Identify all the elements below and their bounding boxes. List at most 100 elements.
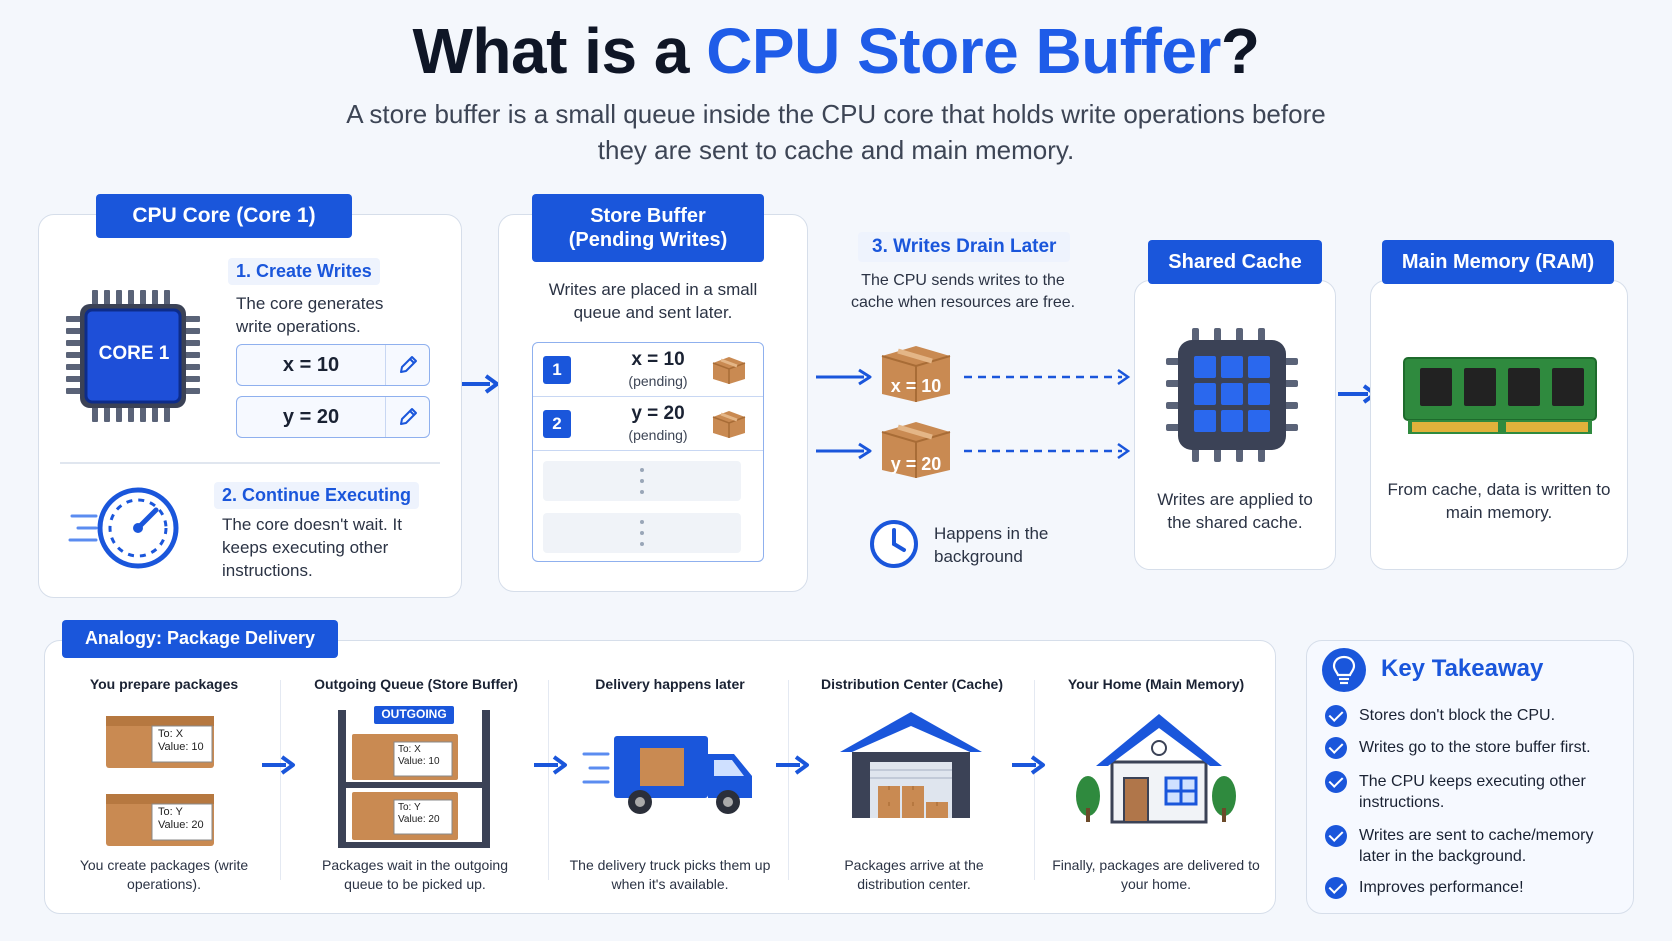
arrow-right-icon <box>816 442 872 460</box>
edit-icon[interactable] <box>385 345 429 385</box>
package-label-line: To: Y <box>158 806 183 818</box>
analogy-step-title: Distribution Center (Cache) <box>820 676 1003 692</box>
check-icon <box>1325 737 1347 759</box>
house-icon <box>1076 714 1236 824</box>
drain-package-label: y = 20 <box>890 454 942 474</box>
package-icon <box>712 411 746 438</box>
step-separator <box>1034 680 1035 880</box>
arrow-right-icon <box>1012 755 1045 775</box>
key-takeaway-title: Key Takeaway <box>1381 655 1544 682</box>
arrow-right-icon <box>462 374 499 394</box>
check-icon <box>1325 877 1347 899</box>
arrow-right-icon <box>262 755 295 775</box>
step1-title: 1. Create Writes <box>228 258 380 285</box>
check-icon <box>1325 825 1347 847</box>
takeaway-item: Writes go to the store buffer first. <box>1325 737 1609 759</box>
queue-row-value: y = 20 <box>631 403 685 424</box>
analogy-step-title: You prepare packages <box>89 676 239 692</box>
queue-empty-slot <box>543 461 741 501</box>
takeaway-item-text: Writes are sent to cache/memory later in… <box>1359 827 1594 865</box>
arrow-right-icon <box>776 755 809 775</box>
package-label-line: Value: 10 <box>398 756 440 767</box>
shared-cache-text: Writes are applied to the shared cache. <box>1157 490 1313 532</box>
warehouse-icon <box>840 712 982 818</box>
analogy-step-text: Packages wait in the outgoing queue to b… <box>321 857 508 892</box>
lightbulb-icon <box>1322 648 1366 692</box>
step-separator <box>280 680 281 880</box>
takeaway-item-text: The CPU keeps executing other instructio… <box>1359 773 1586 811</box>
takeaway-item: Writes are sent to cache/memory later in… <box>1325 825 1609 867</box>
write-field-y[interactable]: y = 20 <box>236 396 430 438</box>
clock-icon <box>870 520 918 568</box>
takeaway-item: The CPU keeps executing other instructio… <box>1325 771 1609 813</box>
edit-icon[interactable] <box>385 397 429 437</box>
ellipsis-icon <box>640 520 644 546</box>
shared-cache-tag: Shared Cache <box>1148 240 1322 284</box>
background-text: Happens in the background <box>934 524 1049 566</box>
title-suffix: ? <box>1220 15 1260 87</box>
title-accent: CPU Store Buffer <box>706 15 1221 87</box>
shelf-icon <box>338 706 490 848</box>
key-takeaway-panel: Key Takeaway Stores don't block the CPU.… <box>1306 640 1634 914</box>
queue-row-value: x = 10 <box>631 349 685 370</box>
drain-text: The CPU sends writes to the cache when r… <box>850 272 1076 311</box>
package-label-line: To: X <box>158 728 184 740</box>
dashed-arrow-icon <box>964 442 1131 460</box>
queue-empty-slot <box>543 513 741 553</box>
dashed-arrow-icon <box>964 368 1131 386</box>
check-icon <box>1325 771 1347 793</box>
step2-title: 2. Continue Executing <box>214 482 420 509</box>
page-title: What is a CPU Store Buffer? <box>0 14 1672 88</box>
speedometer-icon <box>68 487 179 569</box>
takeaway-item-text: Improves performance! <box>1359 879 1524 896</box>
analogy-step-title: Delivery happens later <box>595 676 745 692</box>
package-label-line: To: Y <box>398 802 421 813</box>
main-memory-tag: Main Memory (RAM) <box>1382 240 1614 284</box>
store-buffer-tag: Store Buffer (Pending Writes) <box>532 194 764 262</box>
page-subtitle: A store buffer is a small queue inside t… <box>346 99 1326 165</box>
package-label-line: To: X <box>398 744 421 755</box>
package-label-line: Value: 20 <box>398 814 440 825</box>
package-icon <box>712 357 746 384</box>
package-label-line: Value: 10 <box>158 741 204 753</box>
arrow-right-icon <box>816 368 872 386</box>
cpu-core-tag: CPU Core (Core 1) <box>96 194 352 238</box>
check-icon <box>1325 705 1347 727</box>
analogy-step-text: Finally, packages are delivered to your … <box>1052 857 1260 892</box>
analogy-step-text: You create packages (write operations). <box>79 857 249 892</box>
step-separator <box>548 680 549 880</box>
analogy-step-text: The delivery truck picks them up when it… <box>569 857 771 892</box>
cpu-chip-icon <box>66 290 200 422</box>
queue-row-number: 1 <box>543 356 571 384</box>
queue-row-number: 2 <box>543 410 571 438</box>
store-buffer-text: Writes are placed in a small queue and s… <box>548 280 758 322</box>
ellipsis-icon <box>640 468 644 494</box>
core-divider <box>60 462 440 464</box>
drain-package-label: x = 10 <box>890 376 942 396</box>
step-separator <box>788 680 789 880</box>
takeaway-item-text: Stores don't block the CPU. <box>1359 707 1556 724</box>
cpu-chip-label: CORE 1 <box>98 343 170 364</box>
analogy-step-title: Your Home (Main Memory) <box>1067 676 1245 692</box>
queue-row: 1 x = 10 (pending) <box>533 343 763 397</box>
takeaway-item: Improves performance! <box>1325 877 1609 899</box>
queue-row-status: (pending) <box>628 373 688 389</box>
package-label-line: Value: 20 <box>158 819 204 831</box>
ram-stick-icon <box>1403 357 1597 434</box>
step2-text: The core doesn't wait. It keeps executin… <box>222 515 402 580</box>
title-prefix: What is a <box>412 15 707 87</box>
takeaway-item-text: Writes go to the store buffer first. <box>1359 739 1591 756</box>
arrow-right-icon <box>534 755 567 775</box>
queue-row-status: (pending) <box>628 427 688 443</box>
step1-text: The core generates write operations. <box>236 294 384 336</box>
write-value-y: y = 20 <box>282 405 340 428</box>
analogy-tag: Analogy: Package Delivery <box>62 620 338 658</box>
queue-row: 2 y = 20 (pending) <box>533 397 763 451</box>
cache-chip-icon <box>1166 328 1298 462</box>
write-value-x: x = 10 <box>282 353 340 376</box>
write-field-x[interactable]: x = 10 <box>236 344 430 386</box>
drain-title: 3. Writes Drain Later <box>858 232 1071 262</box>
takeaway-item: Stores don't block the CPU. <box>1325 705 1609 727</box>
package-icon <box>106 716 214 768</box>
main-memory-text: From cache, data is written to main memo… <box>1387 480 1611 522</box>
